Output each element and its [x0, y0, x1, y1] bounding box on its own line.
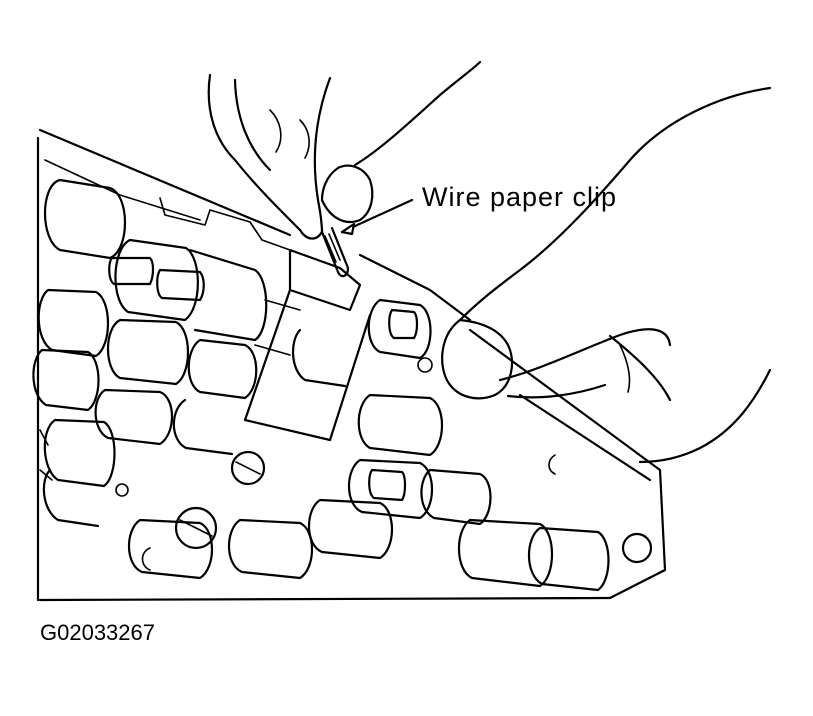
paper-clip-wire [320, 226, 350, 278]
callout-leader [340, 198, 414, 236]
hand-holding-clip [207, 60, 482, 240]
valve-body-plate [36, 128, 667, 602]
figure-id: G02033267 [40, 620, 155, 645]
hand-holding-body [441, 86, 772, 464]
valve-body-holes [115, 357, 653, 571]
spool-valves-right [127, 298, 610, 592]
spool-valves-left [32, 178, 127, 528]
callout-label: Wire paper clip [422, 182, 618, 212]
central-spool [243, 248, 372, 442]
spool-valves-middle [94, 238, 268, 456]
